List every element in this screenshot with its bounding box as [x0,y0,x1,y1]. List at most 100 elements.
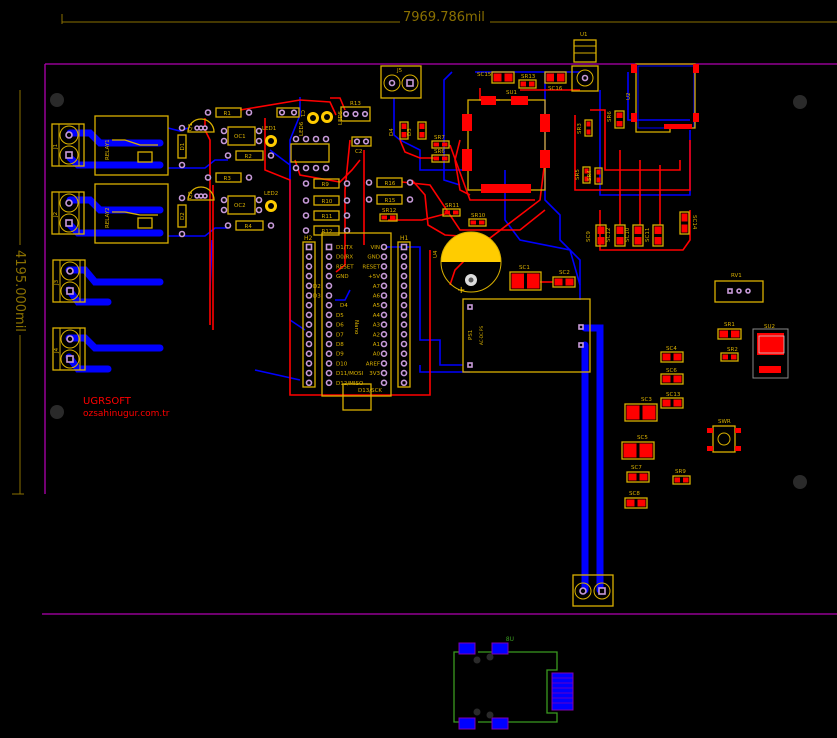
component-r10[interactable]: R10 [302,195,351,206]
component-r11[interactable]: R11 [302,210,351,221]
component-sc3[interactable]: SC3 [624,397,658,422]
component-sr7[interactable]: SR7 [431,135,450,149]
nano-pin-label: A3 [373,323,381,329]
nano-pin-label: D6 [336,323,344,329]
component-d1[interactable]: D1 [177,124,187,169]
display-su2[interactable]: SU2 [752,324,789,379]
component-r2[interactable]: R2 [224,150,275,161]
arduino-nano[interactable]: H2 H1 Nano D1/TXD0/RXRESETGNDD2D3D4D5D6D… [302,232,411,411]
component-sr1[interactable]: SR1 [717,322,742,340]
component-sc10[interactable]: SC10 [625,224,644,247]
component-r4[interactable]: R4 [224,220,275,231]
terminal-j5[interactable]: J5 [380,65,422,99]
component-sr12[interactable]: SR12 [379,208,398,222]
r11-label: R11 [322,214,333,220]
component-r12[interactable]: R12 [302,225,351,236]
nano-pin-label: A7 [373,284,381,290]
h1-label: H1 [400,235,409,242]
connector-u1[interactable]: U1 [571,32,599,92]
u2-label: U2 [626,92,632,100]
component-sc2[interactable]: SC2 [552,270,576,288]
relay1[interactable]: RELAY1 [94,115,169,176]
r3-label: R3 [224,176,232,182]
component-sc11[interactable]: SC11 [645,224,664,247]
reset-switch-swr[interactable]: SWR [707,419,741,453]
relay1-label: RELAY1 [105,139,111,160]
sr6b-label: SR6 [607,111,613,122]
potentiometer-rv1[interactable]: RV1 [714,273,764,303]
d2-label: D2 [180,212,186,220]
component-sr9[interactable]: SR9 [672,469,691,485]
component-d3[interactable]: D3 [407,121,427,140]
component-sr13[interactable]: SR13 [518,74,537,89]
component-sr6[interactable]: SR6 [431,149,450,163]
component-c1[interactable]: C1 [276,107,305,118]
component-sc13[interactable]: SC13 [660,392,684,409]
led1-label: LED1 [262,126,276,132]
sc14-label: SC14 [691,215,697,230]
terminal-j1[interactable]: J1 [51,123,85,167]
component-sc16[interactable]: SC16 [544,71,567,92]
terminal-j4[interactable]: J4 [52,327,86,371]
component-sr10[interactable]: SR10 [468,213,487,227]
transistor-q2[interactable]: Q2 [187,186,215,201]
module-u2[interactable]: U2 [626,63,699,133]
ps1-sublabel: AC-DC PS [479,326,484,345]
sr3-label: SR3 [577,123,583,134]
component-r3[interactable]: R3 [204,172,253,183]
component-oc2[interactable]: OC2 [220,195,263,215]
component-sr6b[interactable]: SR6 [607,110,625,129]
component-d4[interactable]: D4 [389,121,409,140]
component-sc4[interactable]: SC4 [660,346,684,363]
h2-label: H2 [304,235,313,242]
component-sr2[interactable]: SR2 [720,347,739,362]
component-sc6[interactable]: SC6 [660,368,684,385]
component-d2[interactable]: D2 [177,194,187,238]
sc12-label: SC12 [606,228,612,242]
component-sc8[interactable]: SC8 [624,491,648,509]
board-outline [42,63,837,615]
component-sr3[interactable]: SR3 [577,119,593,137]
connector-power[interactable] [572,574,614,607]
component-r9[interactable]: R9 [302,178,351,189]
component-r13[interactable]: R13 [340,101,371,122]
component-sc5[interactable]: SC5 [621,435,655,460]
nano-pin-label: A2 [373,332,380,338]
component-r15[interactable]: R15 [365,194,414,205]
power-supply-ps1[interactable]: PS1 AC-DC PS [462,298,591,373]
component-led2[interactable]: LED2 [264,191,278,212]
transistor-q1[interactable]: Q1 [187,118,215,133]
su2-label: SU2 [764,324,775,330]
component-sr5[interactable]: SR5 [575,166,591,184]
component-sc9[interactable]: SC9 [586,224,607,247]
d3-label: D3 [407,128,413,136]
component-sc15[interactable]: SC15 [477,71,515,84]
component-led1[interactable]: LED1 [262,126,277,147]
component-sr11[interactable]: SR11 [442,203,461,217]
ic-su1[interactable]: SU1 [462,90,550,193]
component-sc1[interactable]: SC1 [509,265,542,291]
relay2[interactable]: RELAY2 [94,183,169,244]
capacitor-u4[interactable]: + U4 [433,231,502,296]
terminal-j3[interactable]: J3 [52,259,86,303]
connector-u8-bottom[interactable]: U8 [453,636,574,730]
r9-label: R9 [322,182,330,188]
r15-label: R15 [385,198,396,204]
component-sr4[interactable]: SR4 [587,167,603,185]
component-c2[interactable]: C2 [351,136,372,155]
component-r1[interactable]: R1 [204,107,253,118]
terminal-j2[interactable]: J2 [51,191,85,235]
sc5-label: SC5 [637,435,648,441]
bottom-traces [65,71,691,594]
component-sc7[interactable]: SC7 [626,465,650,483]
component-led6[interactable]: LED6 [299,112,319,136]
component-oc1[interactable]: OC1 [220,126,263,146]
component-r16[interactable]: R16 [365,177,414,188]
relay2-label: RELAY2 [105,207,111,228]
led6-label: LED6 [299,121,305,136]
top-traces [204,88,691,396]
component-sc12[interactable]: SC12 [606,224,626,247]
component-sc14[interactable]: SC14 [679,211,697,235]
ic-dip8[interactable] [290,135,330,172]
